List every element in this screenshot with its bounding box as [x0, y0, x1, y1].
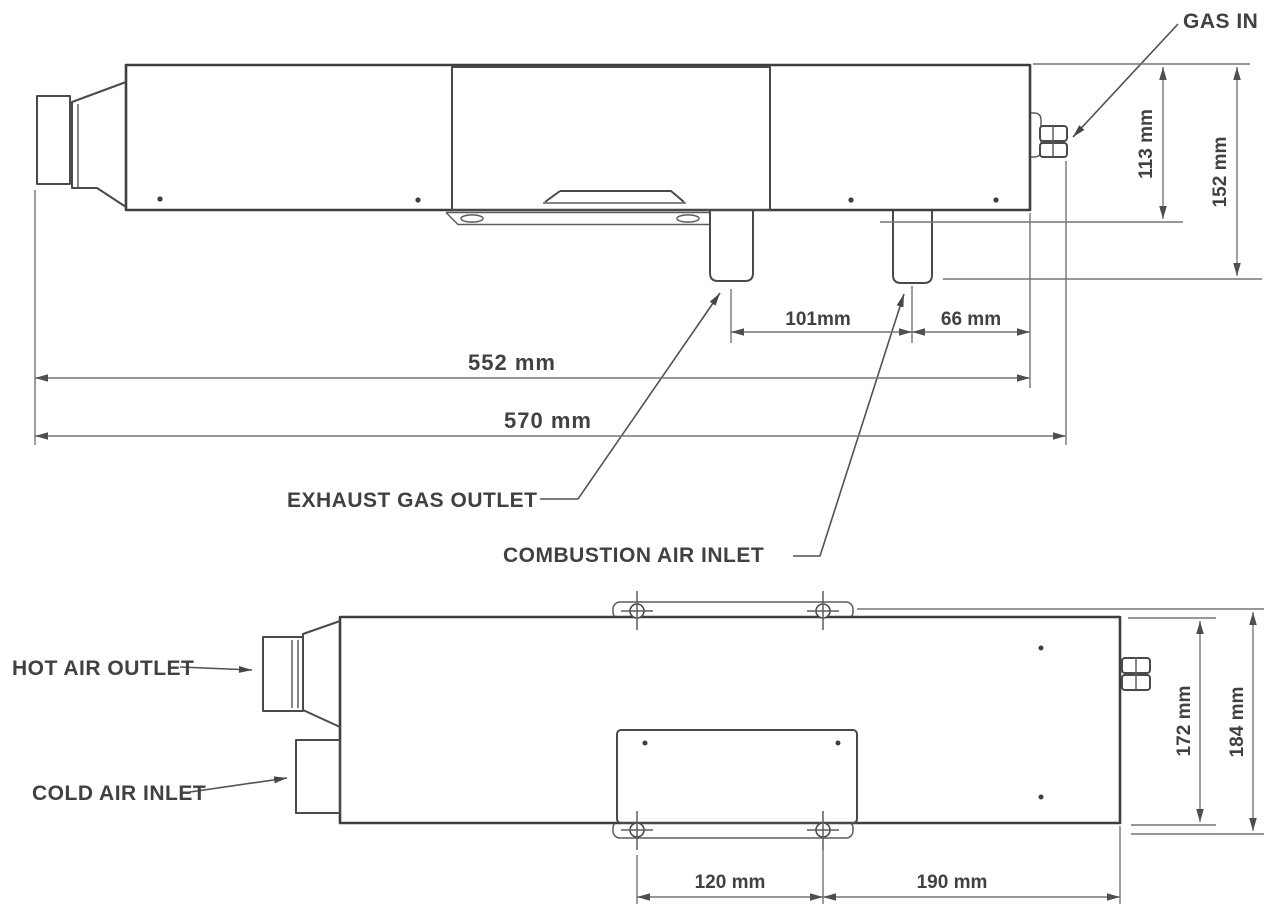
hot-air-callout: HOT AIR OUTLET	[12, 657, 253, 680]
dim-172: 172 mm	[1128, 617, 1216, 826]
heater-body-side	[124, 63, 1032, 212]
exhaust-leader	[540, 292, 721, 500]
dim-570-text: 570 mm	[504, 408, 592, 433]
screw	[157, 196, 163, 202]
hot-air-leader	[179, 665, 253, 673]
combustion-leader	[793, 293, 905, 557]
side-view: GAS IN EXHAUST GAS OUTLET COMBUSTION AIR…	[34, 10, 1262, 567]
access-panel-plan	[616, 729, 858, 824]
flange-slot	[460, 214, 484, 223]
hot-air-collar-plan	[262, 636, 304, 712]
rail-bolts	[621, 591, 839, 850]
dim-101: 101mm	[730, 286, 913, 343]
hot-air-duct-plan	[262, 620, 341, 728]
gas-fitting-nut-side	[1039, 125, 1068, 158]
cover-panel-side	[451, 66, 771, 211]
dim-190-text: 190 mm	[917, 872, 988, 893]
gas-in-label: GAS IN	[1183, 10, 1258, 33]
cold-air-callout: COLD AIR INLET	[32, 776, 288, 805]
dim-152: 152 mm	[943, 67, 1262, 280]
dim-570: 570 mm	[35, 161, 1067, 445]
cold-air-label: COLD AIR INLET	[32, 782, 206, 805]
dim-552-text: 552 mm	[468, 350, 556, 375]
screw	[415, 197, 421, 203]
screw	[1038, 794, 1044, 800]
dim-66-text: 66 mm	[941, 309, 1001, 330]
exhaust-pipe	[709, 211, 754, 282]
body-outline-side	[124, 63, 1032, 212]
dim-113-text: 113 mm	[1136, 109, 1157, 179]
cold-air-inlet-plan	[295, 739, 341, 814]
hot-air-label: HOT AIR OUTLET	[12, 657, 194, 680]
dim-101-text: 101mm	[785, 309, 851, 330]
plan-view: HOT AIR OUTLET COLD AIR INLET 172 mm 184…	[12, 591, 1264, 904]
dim-66: 66 mm	[912, 213, 1031, 388]
outlet-collar-side	[36, 95, 71, 185]
gas-fitting-nut-plan	[1121, 657, 1151, 691]
hot-air-duct-side	[36, 81, 127, 208]
dim-120: 120 mm	[636, 842, 824, 904]
dim-184: 184 mm	[857, 608, 1264, 835]
mounting-flange-side	[445, 211, 710, 226]
screw	[835, 740, 841, 746]
dim-113: 113 mm	[880, 63, 1250, 223]
dim-172-text: 172 mm	[1174, 686, 1195, 757]
cold-air-leader	[189, 776, 288, 793]
handle-detail	[560, 190, 685, 203]
dim-190: 190 mm	[823, 826, 1121, 904]
dim-184-text: 184 mm	[1227, 687, 1248, 758]
dim-552: 552 mm	[34, 190, 1030, 445]
gas-in-leader	[1072, 23, 1179, 138]
combustion-label: COMBUSTION AIR INLET	[503, 544, 764, 567]
screw	[642, 740, 648, 746]
exhaust-label: EXHAUST GAS OUTLET	[287, 489, 538, 512]
screw	[1038, 645, 1044, 651]
gas-in-callout: GAS IN	[1072, 10, 1258, 138]
screw	[993, 197, 999, 203]
body-outline-plan	[338, 615, 1122, 825]
exhaust-callout: EXHAUST GAS OUTLET	[287, 292, 721, 512]
screw	[848, 197, 854, 203]
dim-152-text: 152 mm	[1210, 137, 1231, 208]
combustion-pipe	[892, 211, 933, 284]
heater-body-plan	[338, 615, 1122, 825]
flange-slot	[676, 214, 700, 223]
dim-120-text: 120 mm	[695, 872, 766, 893]
